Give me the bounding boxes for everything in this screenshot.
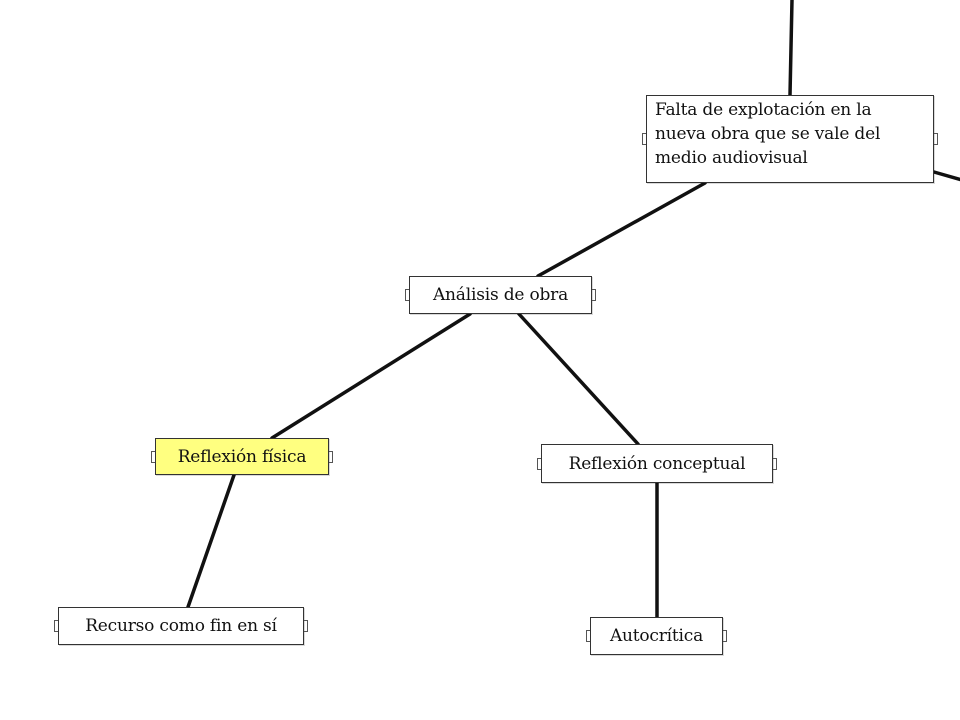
expand-handle-left[interactable]: [642, 133, 646, 145]
expand-handle-left[interactable]: [54, 620, 58, 632]
expand-handle-left[interactable]: [151, 450, 155, 463]
expand-handle-right[interactable]: [723, 630, 727, 642]
expand-handle-right[interactable]: [592, 289, 596, 301]
expand-handle-left[interactable]: [586, 630, 590, 642]
node-autocritica[interactable]: Autocrítica: [586, 617, 727, 655]
expand-handle-right[interactable]: [773, 457, 777, 470]
node-label: Recurso como fin en sí: [85, 616, 277, 636]
edge-reflexion-fisica-to-recurso: [186, 473, 236, 609]
edge-falta-to-analisis: [536, 181, 707, 278]
edge-parent-to-falta: [788, 0, 794, 97]
node-falta-de-explotacion[interactable]: Falta de explotación en la nueva obra qu…: [642, 95, 938, 183]
node-label: Reflexión conceptual: [568, 453, 746, 474]
node-label: Análisis de obra: [432, 285, 569, 305]
edge-analisis-to-reflexion-conceptual: [517, 312, 640, 446]
node-label: Falta de explotación en la nueva obra qu…: [655, 100, 881, 168]
node-label: Reflexión física: [177, 446, 307, 467]
expand-handle-left[interactable]: [405, 289, 409, 301]
expand-handle-right[interactable]: [304, 620, 308, 632]
node-recurso-como-fin[interactable]: Recurso como fin en sí: [54, 607, 308, 645]
node-reflexion-conceptual[interactable]: Reflexión conceptual: [537, 444, 777, 483]
expand-handle-right[interactable]: [329, 450, 333, 463]
edge-analisis-to-reflexion-fisica: [270, 312, 472, 440]
expand-handle-left[interactable]: [537, 457, 541, 470]
node-reflexion-fisica[interactable]: Reflexión física: [151, 438, 333, 475]
expand-handle-right[interactable]: [934, 133, 938, 145]
node-label: Autocrítica: [609, 626, 704, 646]
node-analisis-de-obra[interactable]: Análisis de obra: [405, 276, 596, 314]
edge-falta-to-offscreen-right: [932, 170, 960, 182]
